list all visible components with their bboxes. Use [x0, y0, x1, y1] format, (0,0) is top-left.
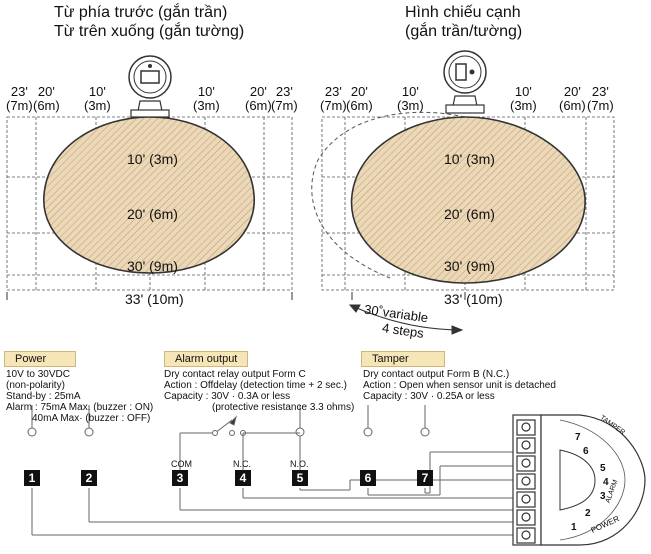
power-line-4: Alarm : 75mA Max. (buzzer : ON) [6, 402, 154, 413]
front-view-sensor-icon [128, 55, 172, 118]
board-pin-5: 5 [600, 463, 606, 474]
terminal-2: 2 [81, 470, 97, 486]
front-view-bottom-dimension [6, 292, 293, 300]
power-line-5: 40mA Max· (buzzer : OFF) [32, 413, 151, 424]
side-dim-10-right: 10'(3m) [510, 84, 537, 113]
board-pin-1: 1 [571, 522, 577, 533]
board-pin-7: 7 [575, 432, 581, 443]
power-line-1: 10V to 30VDC [6, 369, 70, 380]
terminal-6: 6 [360, 470, 376, 486]
terminal-1: 1 [24, 470, 40, 486]
front-dim-23: 23'(7m) [6, 84, 33, 113]
side-dim-23: 23'(7m) [320, 84, 347, 113]
front-zone-20: 20' (6m) [127, 206, 178, 222]
board-pin-4: 4 [603, 477, 609, 488]
terminal-label-com: COM [171, 459, 192, 469]
power-line-3: Stand-by : 25mA [6, 391, 81, 402]
tamper-line-3: Capacity : 30V · 0.25A or less [363, 391, 495, 402]
front-view-title-2: Từ trên xuống (gắn tường) [54, 23, 245, 40]
board-pin-3: 3 [600, 491, 606, 502]
tamper-spec: Dry contact output Form B (N.C.) Action … [363, 369, 556, 402]
alarm-line-1: Dry contact relay output Form C [164, 369, 306, 380]
power-line-2: (non-polarity) [6, 380, 65, 391]
front-zone-30: 30' (9m) [127, 258, 178, 274]
side-dim-23-right: 23'(7m) [587, 84, 614, 113]
alarm-output-spec: Dry contact relay output Form C Action :… [164, 369, 354, 413]
terminal-label-no: N.O. [290, 459, 309, 469]
alarm-line-3: Capacity : 30V · 0.3A or less [164, 391, 291, 402]
tamper-header: Tamper [361, 351, 445, 367]
terminal-4: 4 [235, 470, 251, 486]
terminal-label-nc: N.C. [233, 459, 251, 469]
board-pin-6: 6 [583, 446, 589, 457]
tamper-line-2: Action : Open when sensor unit is detach… [363, 380, 556, 391]
power-spec: 10V to 30VDC (non-polarity) Stand-by : 2… [6, 369, 153, 424]
front-dim-20-right: 20'(6m) [245, 84, 272, 113]
side-zone-30: 30' (9m) [444, 258, 495, 274]
side-view-angle-arc [348, 292, 466, 335]
side-view-detection-area [350, 116, 586, 284]
front-bottom-dimension-label: 33' (10m) [125, 291, 184, 307]
front-dim-10-right: 10'(3m) [193, 84, 220, 113]
wiring-lines [27, 405, 515, 536]
side-zone-20: 20' (6m) [444, 206, 495, 222]
front-dim-10-left: 10'(3m) [84, 84, 111, 113]
side-view-variable-coverage [311, 111, 466, 279]
alarm-line-4: (protective resistance 3.3 ohms) [212, 402, 355, 413]
front-dim-23-right: 23'(7m) [271, 84, 298, 113]
alarm-output-header: Alarm output [164, 351, 248, 367]
power-header: Power [4, 351, 76, 367]
front-view-detection-area [43, 116, 255, 274]
side-view-title-2: (gắn trần/tường) [405, 23, 523, 40]
side-view-title-1: Hình chiếu cạnh [405, 4, 521, 21]
side-dim-20: 20'(6m) [346, 84, 373, 113]
tamper-line-1: Dry contact output Form B (N.C.) [363, 369, 510, 380]
terminal-block [512, 414, 542, 546]
side-view-sensor-icon [443, 50, 487, 114]
side-bottom-dimension-label: 33' (10m) [444, 291, 503, 307]
front-dim-20: 20'(6m) [33, 84, 60, 113]
board-pin-2: 2 [585, 508, 591, 519]
front-zone-10: 10' (3m) [127, 151, 178, 167]
terminal-5: 5 [292, 470, 308, 486]
side-zone-10: 10' (3m) [444, 151, 495, 167]
side-dim-20-right: 20'(6m) [559, 84, 586, 113]
terminal-7: 7 [417, 470, 433, 486]
terminal-3: 3 [172, 470, 188, 486]
front-view-title-1: Từ phía trước (gắn trần) [54, 4, 228, 21]
side-dim-10-left: 10'(3m) [397, 84, 424, 113]
alarm-line-2: Action : Offdelay (detection time + 2 se… [164, 380, 347, 391]
